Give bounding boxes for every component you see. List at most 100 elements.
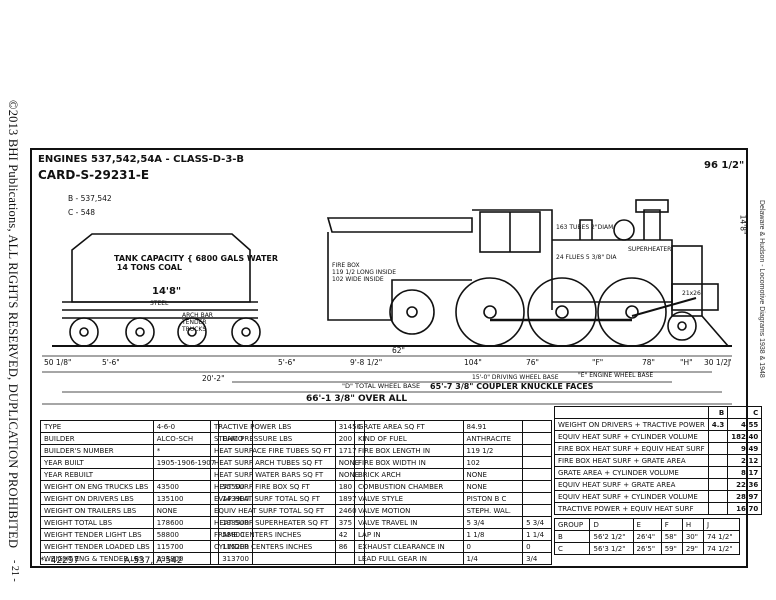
table-cell: FIRE BOX WIDTH IN <box>354 456 464 469</box>
table-cell: 29" <box>681 542 704 555</box>
table-cell: 0 <box>522 540 552 553</box>
table-cell <box>522 492 552 505</box>
table-cell: COMBUSTION CHAMBER <box>354 480 464 493</box>
table-cell: C <box>553 542 591 555</box>
table-cell: J <box>702 518 741 531</box>
table-cell <box>522 432 552 445</box>
table-row: EQUIV HEAT SURF + CYLINDER VOLUME 182.40 <box>554 430 763 443</box>
superheater-label: SUPERHEATER <box>628 246 672 253</box>
table-cell <box>522 468 552 481</box>
table-cell: GRATE AREA SQ FT <box>354 420 464 433</box>
table-cell: GROUP <box>553 518 591 531</box>
table-cell: EXHAUST CLEARANCE IN <box>354 540 464 553</box>
table-row: FIRE BOX HEAT SURF + GRATE AREA 2.12 <box>554 454 763 467</box>
table-cell: 74 1/2" <box>702 530 741 543</box>
table-cell: WEIGHT TENDER LOADED LBS <box>40 540 154 553</box>
cylinder-label: 21x26 <box>682 290 701 297</box>
table-cell: 0 <box>462 540 524 553</box>
table-cell: STEPH. WAL. <box>462 504 524 517</box>
table-cell: HEAT SURFACE FIRE TUBES SQ FT <box>210 444 336 457</box>
table-cell <box>707 502 729 515</box>
table-cell: D <box>589 518 634 531</box>
table-cell <box>707 466 729 479</box>
table-cell <box>707 430 729 443</box>
right-margin-note: Delaware & Hudson - Locomotive Diagrams … <box>758 200 765 378</box>
table-cell: LEAD FULL GEAR IN <box>354 552 464 565</box>
table-cell: 102 <box>462 456 524 469</box>
overall-length: 66'-1 3/8" OVER ALL <box>306 394 408 404</box>
table-cell: ALCO-SCH <box>152 432 220 445</box>
table-cell: HEAT SURF SUPERHEATER SQ FT <box>210 516 336 529</box>
table-cell: 26'4" <box>632 530 662 543</box>
table-cell: 56'3 1/2" <box>589 542 634 555</box>
table-cell <box>522 480 552 493</box>
table-cell: 26'5" <box>632 542 662 555</box>
arch-bar-label: ARCH BAR TENDER TRUCKS <box>182 312 213 333</box>
table-cell: 8.17 <box>727 466 763 479</box>
footer-drawing-number: *- 42297 <box>40 556 80 566</box>
table-cell: EQUIV HEAT SURF + CYLINDER VOLUME <box>554 430 709 443</box>
table-cell: 115700 <box>152 540 220 553</box>
table-cell: 58" <box>660 530 683 543</box>
table-cell <box>707 454 729 467</box>
table-cell: BUILDER'S NUMBER <box>40 444 154 457</box>
table-cell: E <box>632 518 662 531</box>
table-cell: YEAR REBUILT <box>40 468 154 481</box>
diagram-sheet: ENGINES 537,542,54A - CLASS-D-3-B CARD-S… <box>30 148 763 568</box>
table-cell: NONE <box>462 468 524 481</box>
table-cell: WEIGHT ENG & TENDER LBS <box>40 552 154 565</box>
table-cell: NONE <box>152 504 220 517</box>
table-cell: 84.91 <box>462 420 524 433</box>
table-cell: PISTON B C <box>462 492 524 505</box>
copyright-notice: ©2013 BHI Publications, ALL RIGHTS RESER… <box>6 100 20 549</box>
table-cell: 59" <box>660 542 683 555</box>
table-cell: 182.40 <box>727 430 763 443</box>
tubes-label: 163 TUBES 2"DIAM <box>556 224 614 231</box>
locomotive-drawing <box>42 199 732 405</box>
table-cell: 30" <box>681 530 704 543</box>
table-cell: 74 1/2" <box>702 542 741 555</box>
table-cell: 4.3 <box>707 418 729 431</box>
table-cell: WEIGHT TENDER LIGHT LBS <box>40 528 154 541</box>
footer-engine-list: A-537, A-542 <box>124 556 183 566</box>
table-cell <box>522 504 552 517</box>
table-cell: TYPE <box>40 420 154 433</box>
table-cell: FIRE BOX HEAT SURF + GRATE AREA <box>554 454 709 467</box>
b-engine-numbers: B - 537,542 <box>68 194 112 203</box>
steel-label: STEEL <box>150 300 169 307</box>
table-cell: 5 3/4 <box>462 516 524 529</box>
table-cell <box>210 552 336 565</box>
table-cell <box>707 490 729 503</box>
table-cell: WEIGHT TOTAL LBS <box>40 516 154 529</box>
table-cell: WEIGHT ON DRIVERS LBS <box>40 492 154 505</box>
table-cell: VALVE TRAVEL IN <box>354 516 464 529</box>
table-cell: 2.12 <box>727 454 763 467</box>
table-cell <box>554 406 709 419</box>
table-cell: WEIGHT ON DRIVERS + TRACTIVE POWER <box>554 418 709 431</box>
table-cell: HEAT SURF ARCH TUBES SQ FT <box>210 456 336 469</box>
table-cell: 4-6-0 <box>152 420 220 433</box>
table-cell: VALVE STYLE <box>354 492 464 505</box>
engines-heading: ENGINES 537,542,54A - CLASS-D-3-B <box>38 154 245 165</box>
table-cell: NONE <box>462 480 524 493</box>
table-cell: B <box>707 406 729 419</box>
table-cell: TRACTIVE POWER + EQUIV HEAT SURF <box>554 502 709 515</box>
table-cell: BUILDER <box>40 432 154 445</box>
